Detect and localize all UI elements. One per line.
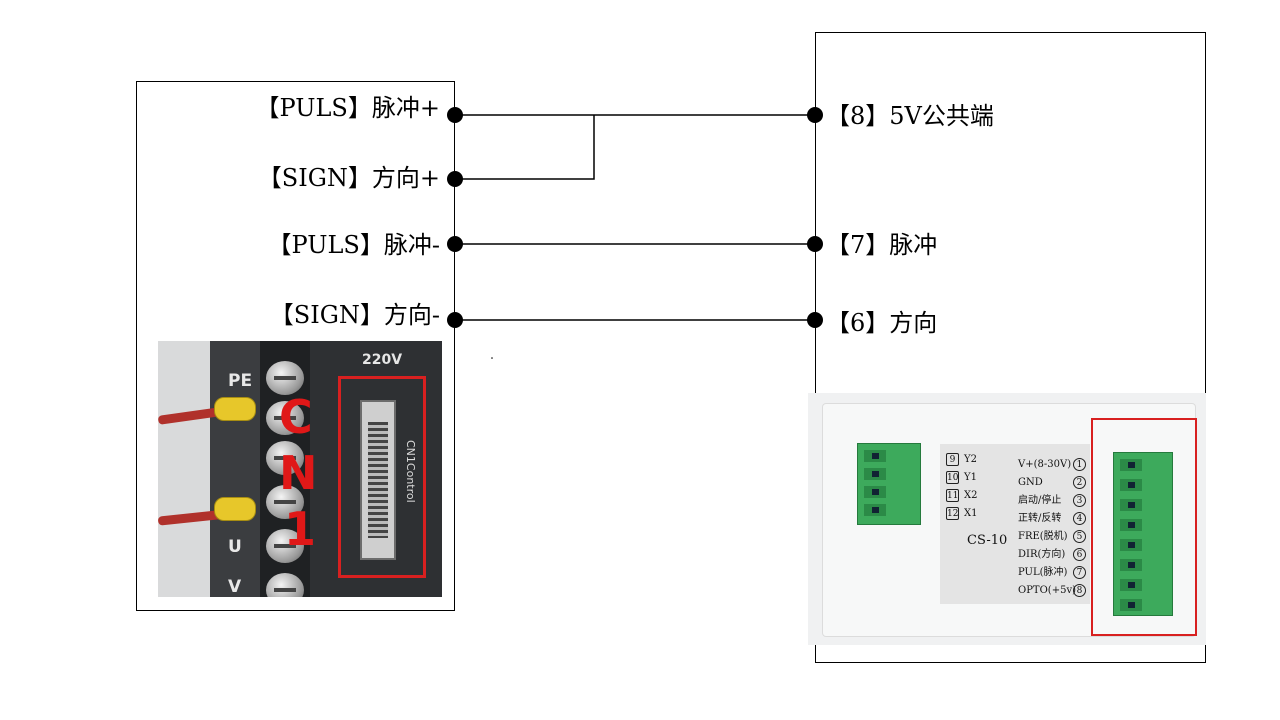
pin-name: FRE(脱机) (1018, 531, 1068, 542)
node-pin-7 (807, 236, 823, 252)
callout-letter: C (279, 390, 313, 444)
terminal-screw (266, 529, 304, 563)
pin-name: 正转/反转 (1018, 513, 1062, 524)
terminal-mark-v: V (228, 577, 242, 597)
pin-number: 4 (1073, 512, 1086, 525)
terminal-mark-pe: PE (228, 371, 253, 391)
terminal-mark-u: U (228, 537, 242, 557)
pin-name: X1 (964, 508, 978, 519)
node-sign-plus (447, 171, 463, 187)
pin-number: 9 (946, 453, 959, 466)
terminal-screw (266, 441, 304, 475)
label-pin-6: 【6】方向 (826, 309, 938, 337)
pin-number: 5 (1073, 530, 1086, 543)
pin-number: 6 (1073, 548, 1086, 561)
yellow-lug (214, 397, 256, 421)
terminal-screw (266, 573, 304, 597)
voltage-label: 220V (362, 352, 403, 368)
node-pin-8 (807, 107, 823, 123)
terminal-screw (266, 361, 304, 395)
terminal-highlight-frame (1091, 418, 1197, 636)
pin-number: 7 (1073, 566, 1086, 579)
pin-number: 8 (1073, 584, 1086, 597)
pin-number: 1 (1073, 458, 1086, 471)
yellow-lug (214, 497, 256, 521)
pin-name: Y2 (964, 454, 977, 465)
pin-number: 11 (946, 489, 959, 502)
pin-label-panel (940, 444, 1090, 604)
pin-name: 启动/停止 (1018, 495, 1062, 506)
pin-name: OPTO(+5v) (1018, 585, 1076, 596)
pin-name: V+(8-30V) (1018, 459, 1072, 470)
callout-letter: N (279, 446, 318, 500)
label-puls-plus: 【PULS】脉冲+ (255, 94, 440, 122)
node-pin-6 (807, 312, 823, 328)
wire-sign-plus (455, 115, 595, 180)
pin-number: 12 (946, 507, 959, 520)
pin-name: Y1 (964, 472, 977, 483)
cn1-connector (360, 400, 396, 560)
label-pin-8: 【8】5V公共端 (826, 102, 994, 130)
callout-letter: 1 (284, 502, 317, 556)
pin-name: PUL(脉冲) (1018, 567, 1068, 578)
green-terminal-block (857, 443, 921, 525)
pin-name: DIR(方向) (1018, 549, 1066, 560)
pin-number: 2 (1073, 476, 1086, 489)
label-sign-plus: 【SIGN】方向+ (257, 164, 440, 192)
green-terminal-block-8pin (1113, 452, 1173, 616)
pin-name: X2 (964, 490, 978, 501)
connector-highlight-frame (338, 376, 426, 578)
connector-label: CN1Control (404, 440, 417, 503)
pin-name: GND (1018, 477, 1043, 488)
stray-dot (491, 357, 493, 359)
node-puls-plus (447, 107, 463, 123)
pin-number: 3 (1073, 494, 1086, 507)
label-puls-minus: 【PULS】脉冲- (267, 231, 440, 259)
node-sign-minus (447, 312, 463, 328)
node-puls-minus (447, 236, 463, 252)
pin-number: 10 (946, 471, 959, 484)
model-label: CS-10 (967, 533, 1008, 548)
terminal-screw (266, 401, 304, 435)
terminal-screw (266, 485, 304, 519)
label-pin-7: 【7】脉冲 (826, 231, 938, 259)
label-sign-minus: 【SIGN】方向- (269, 301, 440, 329)
